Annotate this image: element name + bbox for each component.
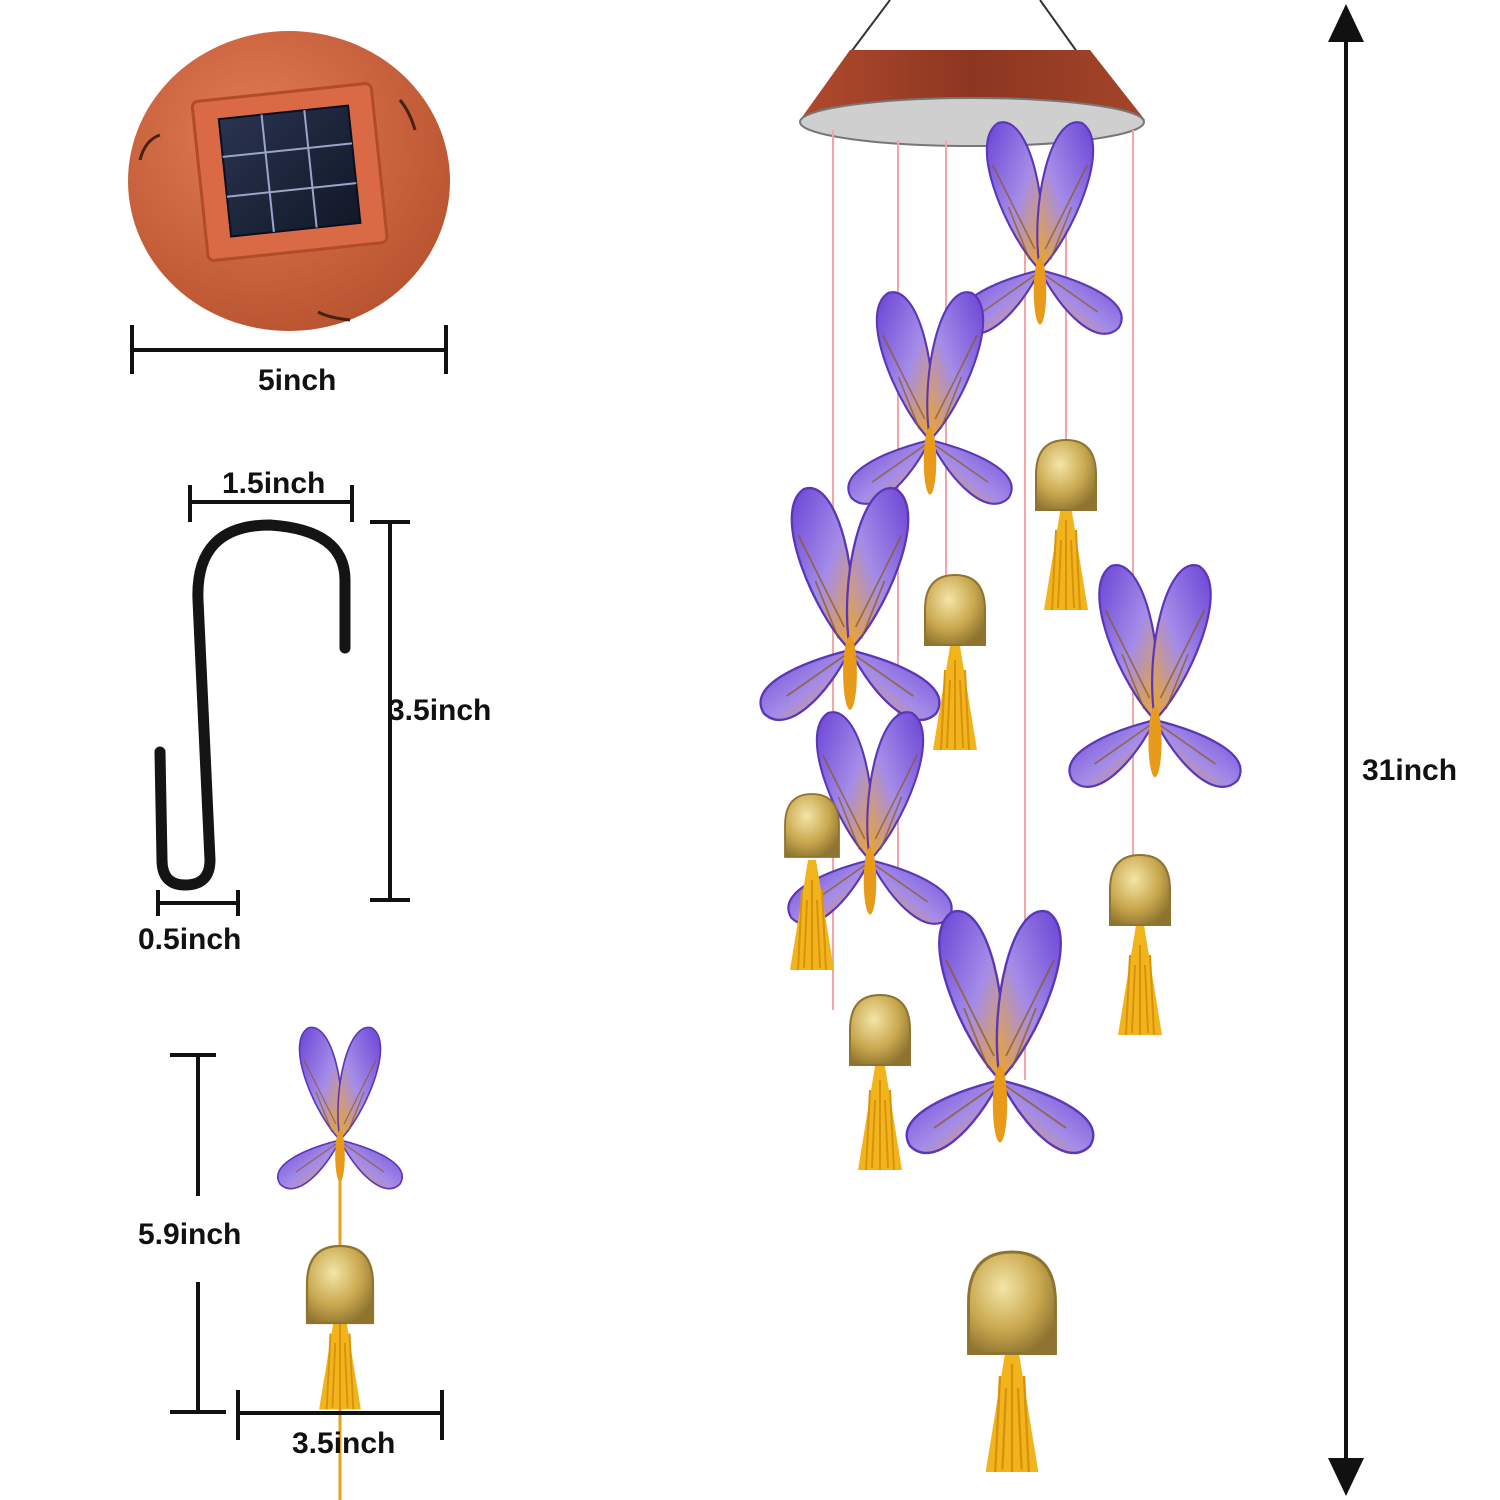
dimension-line-hook-wire xyxy=(156,890,240,916)
chime-tassel xyxy=(1117,924,1163,1036)
dimension-line-hook-width xyxy=(188,485,354,522)
hook-width-label: 1.5inch xyxy=(222,467,326,500)
solar-lamp-shade xyxy=(799,50,1145,147)
chime-butterfly xyxy=(1068,564,1242,788)
chime-tassel xyxy=(932,639,978,751)
chime-bell xyxy=(849,994,911,1066)
dimension-line-pendant-height xyxy=(170,1053,226,1414)
dimension-line-total-length xyxy=(1328,4,1364,1496)
chime-butterfly xyxy=(957,121,1123,335)
chime-tassel xyxy=(1043,499,1089,611)
pendant-height-label: 5.9inch xyxy=(138,1218,242,1251)
chime-tassel xyxy=(857,1059,903,1171)
dimension-line-cap-width xyxy=(130,325,448,374)
chime-bell xyxy=(784,793,840,858)
chime-bell xyxy=(967,1250,1057,1355)
hook-height-label: 3.5inch xyxy=(388,694,492,727)
cap-width-label: 5inch xyxy=(258,364,337,397)
solar-cap-illustration xyxy=(128,31,450,331)
hook-wire-label: 0.5inch xyxy=(138,923,242,956)
s-hook-illustration xyxy=(154,519,351,891)
chime-bell xyxy=(1035,439,1097,511)
chime-bell xyxy=(924,574,986,646)
chime-bell xyxy=(1109,854,1171,926)
chime-butterfly xyxy=(759,486,941,722)
dimension-line-hook-height xyxy=(370,520,410,902)
total-length-label: 31inch xyxy=(1362,754,1458,787)
dimension-line-pendant-width xyxy=(236,1390,444,1440)
chime-butterfly xyxy=(905,909,1095,1155)
wind-chime-illustration xyxy=(759,0,1242,1474)
single-pendant-illustration xyxy=(277,1026,403,1500)
chime-tassel xyxy=(984,1338,1040,1474)
pendant-width-label: 3.5inch xyxy=(292,1427,396,1460)
solar-panel xyxy=(190,82,389,262)
